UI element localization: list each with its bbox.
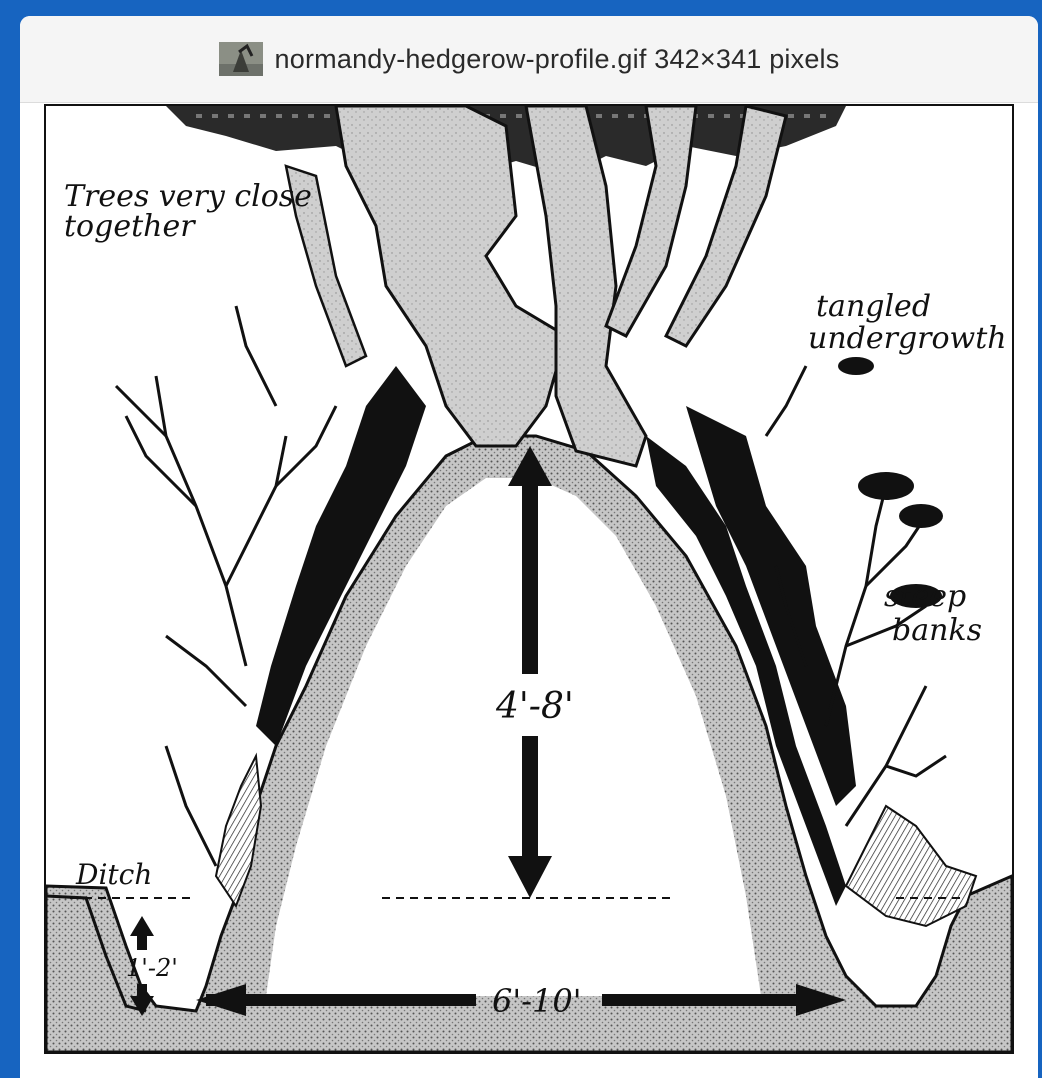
label-undergrowth-line2: undergrowth bbox=[808, 321, 1007, 356]
label-trees-line2: together bbox=[64, 209, 196, 244]
window-title: normandy-hedgerow-profile.gif 342×341 pi… bbox=[275, 44, 840, 75]
label-height: 4'-8' bbox=[495, 686, 574, 727]
tree-trunks bbox=[286, 106, 786, 466]
image-viewer-window: normandy-hedgerow-profile.gif 342×341 pi… bbox=[20, 16, 1038, 1078]
label-undergrowth-line1: tangled bbox=[816, 289, 931, 324]
label-banks-line1: steep bbox=[884, 579, 966, 614]
image-thumbnail-icon bbox=[219, 42, 263, 76]
hedgerow-diagram-image: Trees very close together tangled underg… bbox=[44, 104, 1014, 1054]
right-ditch-grass bbox=[846, 806, 976, 926]
label-ditch: Ditch bbox=[75, 858, 152, 891]
title-bar: normandy-hedgerow-profile.gif 342×341 pi… bbox=[20, 16, 1038, 103]
right-foliage-clumps bbox=[838, 357, 943, 608]
label-banks-line2: banks bbox=[892, 613, 982, 648]
label-width: 6'-10' bbox=[492, 982, 581, 1020]
label-ditch-depth: 1'-2' bbox=[126, 954, 178, 982]
